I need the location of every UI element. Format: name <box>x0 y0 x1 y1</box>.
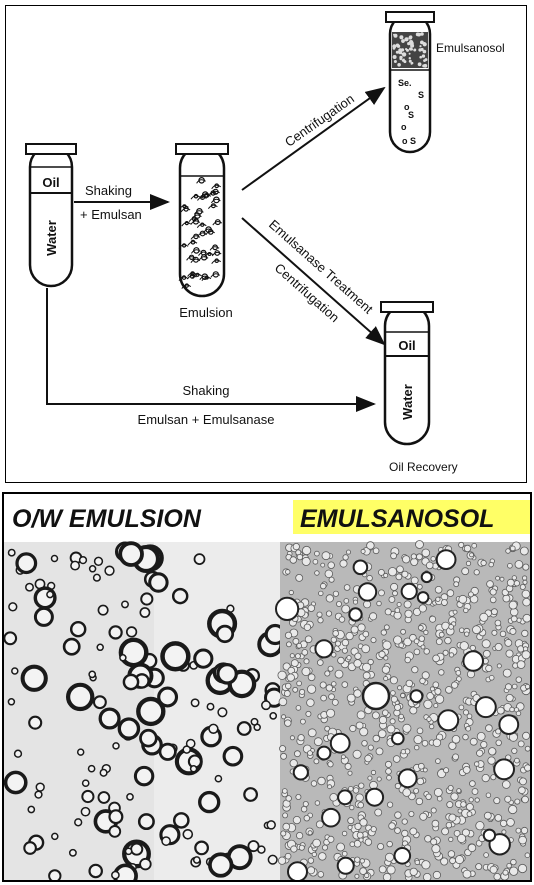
emulsanosol-mark: o S <box>402 136 416 146</box>
emulsanosol-mark: o <box>401 122 407 132</box>
emulsan-label: + Emulsan <box>80 207 142 222</box>
arrow-emulsanase-treatment: Emulsanase Treatment Centrifugation <box>241 217 386 346</box>
ow-emulsion-title: O/W EMULSION <box>12 505 202 533</box>
bottom-shaking-label: Shaking <box>183 383 230 398</box>
tube-oil-recovery: Oil Water Oil Recovery <box>380 301 458 474</box>
arrow-direct-shaking: Shaking Emulsan + Emulsanase <box>46 288 376 427</box>
emulsan-emulsanase-label: Emulsan + Emulsanase <box>138 412 275 427</box>
tube-oil-water: Oil Water <box>25 143 77 288</box>
tube1-oil-label: Oil <box>42 175 59 190</box>
emulsion-droplet-pattern <box>178 177 223 289</box>
shaking-label: Shaking <box>85 183 132 198</box>
emulsion-process-diagram: Oil Water Shaking + Emulsan Emulsion Cen… <box>5 5 527 483</box>
oil-recovery-label: Oil Recovery <box>389 460 458 474</box>
emulsanosol-mark: Se. <box>398 78 412 88</box>
tube4-water-label: Water <box>400 384 415 420</box>
emulsanosol-mark: S <box>408 110 414 120</box>
micrograph-comparison: O/W EMULSION EMULSANOSOL <box>2 492 532 882</box>
tube-emulsanosol: Se. S o S o o S Emulsanosol <box>385 11 505 154</box>
diagram-canvas: Oil Water Shaking + Emulsan Emulsion Cen… <box>25 11 505 474</box>
tube4-oil-label: Oil <box>398 338 415 353</box>
emulsanosol-title-highlight <box>293 500 530 534</box>
ow-emulsion-micrograph <box>4 541 286 880</box>
emulsanosol-mark: o <box>404 102 410 112</box>
emulsanosol-title: EMULSANOSOL <box>300 505 494 533</box>
emulsanosol-micrograph <box>275 540 530 880</box>
centrifugation-label: Centrifugation <box>282 91 357 150</box>
tube1-water-label: Water <box>44 220 59 256</box>
emulsanosol-label: Emulsanosol <box>436 41 505 55</box>
tube-emulsion: Emulsion <box>175 143 233 320</box>
emulsion-label: Emulsion <box>179 305 232 320</box>
micrograph-canvas: O/W EMULSION EMULSANOSOL <box>4 494 530 880</box>
arrow-shaking-emulsan: Shaking + Emulsan <box>74 183 170 222</box>
arrow-centrifugation: Centrifugation <box>241 86 386 191</box>
emulsanosol-dense-pattern <box>392 32 428 68</box>
emulsanosol-mark: S <box>418 90 424 100</box>
